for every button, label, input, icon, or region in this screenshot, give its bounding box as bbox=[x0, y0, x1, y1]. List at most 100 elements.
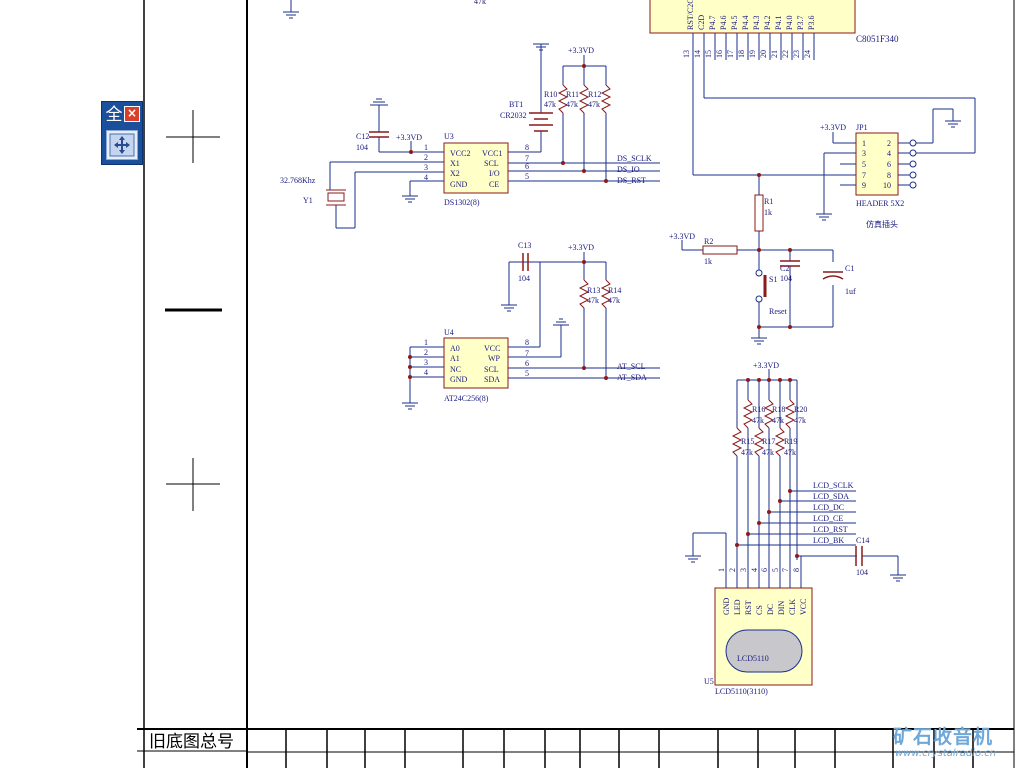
net-at-sda: AT_SDA bbox=[617, 373, 647, 382]
rtc-section-wires bbox=[329, 43, 660, 229]
r11-label: R11 bbox=[566, 90, 579, 99]
jp1-caption: 仿真插头 bbox=[866, 219, 898, 229]
r14-label: R14 bbox=[608, 286, 621, 295]
jp1-pin-num: 2 bbox=[887, 139, 891, 148]
lcd-module-u5 bbox=[714, 587, 813, 686]
hand-tool-icon bbox=[109, 133, 135, 157]
junction-dots-lcd bbox=[735, 378, 799, 558]
mcu-pin-label: P4.5 bbox=[730, 16, 739, 30]
u4-pin-num: 3 bbox=[424, 358, 428, 367]
u3-pin: CE bbox=[489, 180, 499, 189]
jp1-pin-num: 3 bbox=[862, 149, 866, 158]
c2-value: 104 bbox=[780, 274, 792, 283]
net-lcd-dc: LCD_DC bbox=[813, 503, 844, 512]
u3-pin-num: 5 bbox=[525, 172, 529, 181]
c1-label: C1 bbox=[845, 264, 854, 273]
mcu-pin-number: 21 bbox=[770, 50, 779, 58]
mcu-pin-number: 13 bbox=[682, 50, 691, 58]
u5-name: LCD5110(3110) bbox=[715, 687, 768, 696]
mcu-pin-numbers: 13 14 15 16 17 18 19 20 21 22 23 24 bbox=[682, 50, 812, 58]
u4-pin: VCC bbox=[484, 344, 500, 353]
capacitor-c2 bbox=[780, 260, 800, 267]
resistors-r10-r12 bbox=[557, 84, 612, 114]
net-at-scl: AT_SCL bbox=[617, 362, 646, 371]
jp1-pin-num: 8 bbox=[887, 171, 891, 180]
r12-label: R12 bbox=[588, 90, 601, 99]
pan-tool-button[interactable] bbox=[106, 130, 138, 160]
net-ds-rst: DS_RST bbox=[617, 176, 646, 185]
r10-value: 47k bbox=[544, 100, 556, 109]
mcu-pin-number: 15 bbox=[704, 50, 713, 58]
capacitor-c12 bbox=[369, 131, 389, 138]
u4-pin: GND bbox=[450, 375, 468, 384]
u3-pin: X1 bbox=[450, 159, 460, 168]
r11-value: 47k bbox=[566, 100, 578, 109]
net-ds-io: DS_IO bbox=[617, 165, 640, 174]
crystal-y1 bbox=[326, 189, 346, 206]
r2-value: 1k bbox=[704, 257, 712, 266]
mcu-pin-number: 24 bbox=[803, 50, 812, 58]
jp1-pin-num: 6 bbox=[887, 160, 891, 169]
junction-dots-u4 bbox=[408, 260, 608, 380]
header-jp1 bbox=[855, 132, 899, 196]
vcc-label: +3.3VD bbox=[820, 123, 846, 132]
r17-value: 47k bbox=[762, 448, 774, 457]
lcd-pin-numbers: 1 2 3 4 5 6 7 8 bbox=[717, 568, 801, 572]
top-ground bbox=[283, 0, 299, 19]
r20-value: 47k bbox=[794, 416, 806, 425]
capacitor-c1 bbox=[822, 271, 844, 280]
switch-s1 bbox=[755, 269, 767, 303]
xtal-freq: 32.768Khz bbox=[280, 176, 316, 185]
capacitor-c13 bbox=[522, 253, 529, 271]
fullscreen-label[interactable]: 全 bbox=[105, 105, 123, 125]
u4-pin-num: 6 bbox=[525, 359, 529, 368]
mcu-name: C8051F340 bbox=[856, 34, 899, 44]
u3-pin-num: 2 bbox=[424, 153, 428, 162]
u3-pin: VCC2 bbox=[450, 149, 470, 158]
r15-label: R15 bbox=[741, 437, 754, 446]
mcu-pin-number: 20 bbox=[759, 50, 768, 58]
mcu-pin-label: P4.2 bbox=[763, 16, 772, 30]
mcu-pins bbox=[692, 33, 815, 60]
watermark-title: 矿石收音机 bbox=[893, 726, 994, 748]
r1-value: 1k bbox=[764, 208, 772, 217]
lcd-pin-number: 4 bbox=[750, 568, 759, 572]
net-lcd-bk: LCD_BK bbox=[813, 536, 844, 545]
u4-pin: SCL bbox=[484, 365, 499, 374]
u4-label: U4 bbox=[444, 328, 454, 337]
r13-value: 47k bbox=[587, 296, 599, 305]
vcc-label: +3.3VD bbox=[568, 243, 594, 252]
junction-dots-jp1 bbox=[757, 173, 792, 329]
jp1-label: JP1 bbox=[856, 123, 868, 132]
jp1-pin-num: 1 bbox=[862, 139, 866, 148]
r18-value: 47k bbox=[772, 416, 784, 425]
u3-pin: I/O bbox=[489, 169, 500, 178]
u4-pin-num: 2 bbox=[424, 348, 428, 357]
net-lcd-sda: LCD_SDA bbox=[813, 492, 849, 501]
bt1-label: BT1 bbox=[509, 100, 523, 109]
u4-pin: NC bbox=[450, 365, 461, 374]
mcu-pin-number: 18 bbox=[737, 50, 746, 58]
lcd-pin-labels: GND LED RST CS DC DIN CLK VCC bbox=[722, 597, 808, 615]
r20-label: R20 bbox=[794, 405, 807, 414]
lcd-pin-label: RST bbox=[744, 600, 753, 615]
close-button[interactable]: × bbox=[124, 106, 140, 122]
r16-label: R16 bbox=[752, 405, 765, 414]
mcu-pin-number: 22 bbox=[781, 50, 790, 58]
lcd-pin-label: VCC bbox=[799, 599, 808, 615]
c14-value: 104 bbox=[856, 568, 868, 577]
u3-label: U3 bbox=[444, 132, 454, 141]
mcu-pin-number: 16 bbox=[715, 50, 724, 58]
u4-pin-num: 8 bbox=[525, 338, 529, 347]
s1-label: S1 bbox=[769, 275, 777, 284]
jp1-name: HEADER 5X2 bbox=[856, 199, 904, 208]
r10-label: R10 bbox=[544, 90, 557, 99]
mcu-pin-label: P3.7 bbox=[796, 16, 805, 30]
c13-value: 104 bbox=[518, 274, 530, 283]
u5-label: U5 bbox=[704, 677, 714, 686]
drawing-frame bbox=[137, 0, 1015, 768]
u3-pin-num: 3 bbox=[424, 163, 428, 172]
resistor-r2 bbox=[702, 245, 738, 255]
r19-value: 47k bbox=[784, 448, 796, 457]
